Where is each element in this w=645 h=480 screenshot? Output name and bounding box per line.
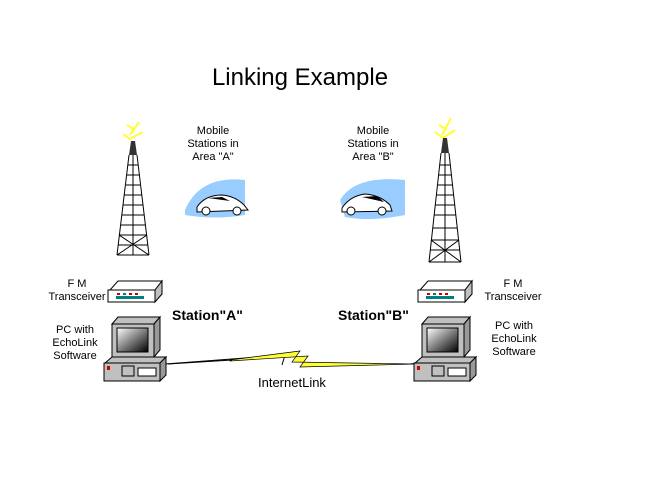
car-a-icon — [185, 179, 250, 218]
label-line: Area "B" — [352, 151, 394, 163]
fm-transceiver-b-icon — [417, 279, 474, 304]
label-line: EchoLink — [52, 337, 98, 349]
pc-a-label: PC with EchoLink Software — [45, 324, 105, 363]
radio-tower-b-icon — [428, 117, 462, 263]
radio-tower-a-icon — [116, 121, 150, 256]
label-line: Mobile — [196, 125, 230, 137]
label-line: PC with — [56, 324, 94, 336]
internet-link-label: InternetLink — [258, 375, 326, 390]
internet-link — [164, 350, 421, 368]
mobile-stations-a-label: Mobile Stations in Area "A" — [180, 125, 246, 164]
fm-transceiver-a-label: F M Transceiver — [44, 278, 110, 304]
pc-a-icon — [103, 315, 168, 383]
label-line: EchoLink — [491, 333, 537, 345]
label-line: Transceiver — [48, 291, 106, 303]
label-line: Software — [53, 350, 97, 362]
fm-transceiver-b-label: F M Transceiver — [480, 278, 546, 304]
car-b-icon — [340, 179, 405, 220]
label-line: F M — [503, 278, 523, 290]
pc-b-label: PC with EchoLink Software — [484, 320, 544, 359]
label-line: Area "A" — [192, 151, 234, 163]
label-line: Software — [492, 346, 536, 358]
label-line: Mobile — [356, 125, 390, 137]
label-line: Stations in — [347, 138, 399, 150]
fm-transceiver-a-icon — [107, 279, 164, 304]
station-a-label: Station"A" — [172, 307, 243, 323]
label-line: Transceiver — [484, 291, 542, 303]
diagram-title: Linking Example — [211, 64, 389, 91]
pc-b-icon — [413, 315, 478, 383]
label-line: PC with — [495, 320, 533, 332]
label-line: F M — [67, 278, 87, 290]
label-line: Stations in — [187, 138, 239, 150]
mobile-stations-b-label: Mobile Stations in Area "B" — [340, 125, 406, 164]
station-b-label: Station"B" — [338, 307, 409, 323]
